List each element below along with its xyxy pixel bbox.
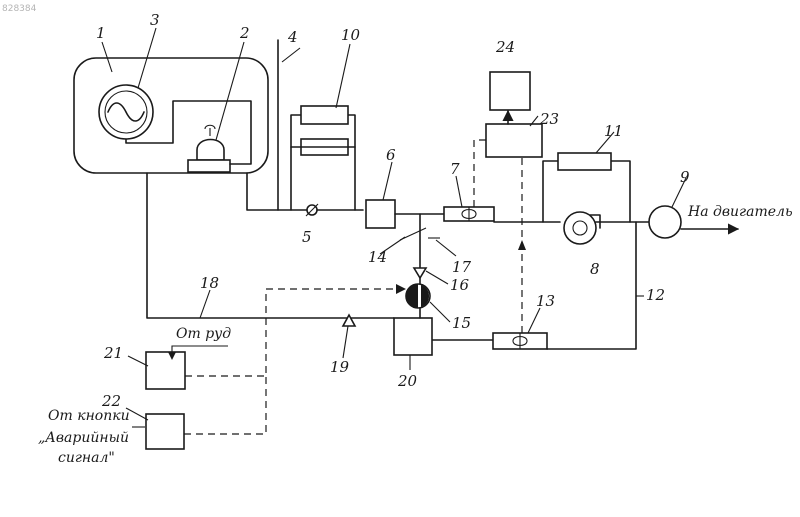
- pump-8: [564, 212, 596, 244]
- arrow-13-up: [518, 240, 526, 250]
- label-14: 14: [368, 248, 387, 266]
- block-22: [146, 414, 184, 449]
- signal-22: [184, 376, 266, 434]
- heater-10-upper: [301, 106, 348, 124]
- label-11: 11: [604, 122, 623, 140]
- label-16: 16: [450, 276, 470, 294]
- block-20: [394, 318, 432, 355]
- bypass-loop-10: [291, 115, 355, 210]
- sine-wave-icon: [108, 103, 144, 121]
- line-tank-to-main: [247, 173, 363, 210]
- label-6: 6: [386, 146, 396, 164]
- label-12: 12: [646, 286, 665, 304]
- block-6: [366, 200, 395, 228]
- label-1: 1: [96, 24, 106, 42]
- label-4: 4: [287, 28, 298, 46]
- label-19: 19: [330, 358, 350, 376]
- label-8: 8: [590, 260, 600, 278]
- label-10: 10: [341, 26, 361, 44]
- caption-alarm-line2: сигнал": [58, 450, 115, 466]
- label-13: 13: [536, 292, 555, 310]
- sensor-dome-2: [197, 140, 224, 161]
- valve-16: [414, 268, 426, 278]
- label-15: 15: [452, 314, 471, 332]
- return-line-18: [147, 173, 394, 318]
- label-2: 2: [239, 24, 250, 42]
- label-21: 21: [103, 344, 123, 362]
- element-11: [558, 153, 611, 170]
- sensor-base-2: [188, 160, 230, 172]
- label-17: 17: [452, 258, 472, 276]
- label-18: 18: [200, 274, 219, 292]
- label-24: 24: [495, 38, 515, 56]
- caption-to-engine: На двигатель: [687, 204, 793, 220]
- tank-1: [74, 58, 268, 173]
- signal-7-to-23: [474, 140, 486, 207]
- arrow-from-rud: [172, 346, 228, 352]
- block-21: [146, 352, 185, 389]
- filter-9: [649, 206, 681, 238]
- pump-8-inner: [573, 221, 587, 235]
- label-3: 3: [150, 11, 160, 29]
- label-7: 7: [450, 160, 460, 178]
- caption-from-button: От кнопки: [48, 408, 130, 424]
- return-line-12: [547, 222, 636, 349]
- signal-lamp-15-fill: [406, 284, 418, 308]
- check-valve-19: [343, 315, 355, 326]
- arrow-to-15: [396, 284, 406, 294]
- block-24: [490, 72, 530, 110]
- sensor-arrow-2: [205, 125, 215, 136]
- label-5: 5: [302, 228, 312, 246]
- corner-id-text: 828384: [2, 4, 37, 14]
- label-9: 9: [680, 168, 690, 186]
- label-20: 20: [397, 372, 418, 390]
- label-23: 23: [539, 110, 559, 128]
- caption-from-rud: От руд: [176, 326, 231, 342]
- block-23: [486, 124, 542, 157]
- caption-alarm-line1: „Аварийный: [38, 430, 129, 446]
